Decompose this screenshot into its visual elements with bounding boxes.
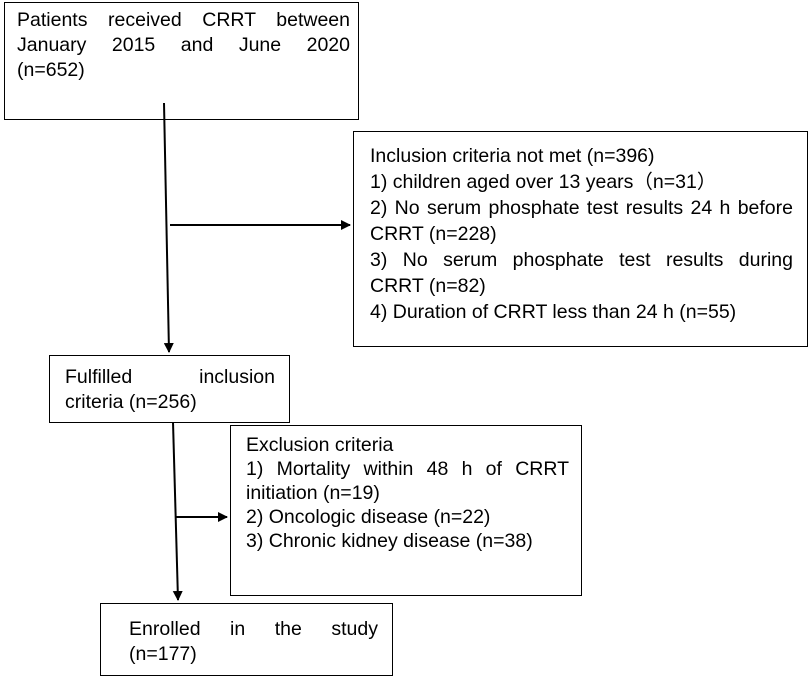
inclusion-item-2-cont: CRRT (n=228)	[370, 223, 497, 245]
enrolled-line-2: (n=177)	[129, 643, 197, 665]
start-line-2: January 2015 and June 2020	[17, 34, 350, 56]
exclusion-item-1-cont: initiation (n=19)	[246, 482, 380, 504]
inclusion-item-4: 4) Duration of CRRT less than 24 h (n=55…	[370, 301, 737, 323]
exclusion-box: Exclusion criteria 1) Mortality within 4…	[230, 425, 582, 596]
start-line-3: (n=652)	[17, 59, 85, 81]
inclusion-item-2: 2) No serum phosphate test results 24 h …	[370, 197, 793, 219]
inclusion-item-3-cont: CRRT (n=82)	[370, 275, 486, 297]
exclusion-item-1: 1) Mortality within 48 h of CRRT	[246, 458, 569, 480]
fulfilled-line-1: Fulfilled inclusion	[65, 366, 275, 388]
start-box: Patients received CRRT between January 2…	[4, 2, 359, 120]
inclusion-item-3: 3) No serum phosphate test results durin…	[370, 249, 793, 271]
inclusion-not-met-title: Inclusion criteria not met (n=396)	[370, 145, 655, 167]
exclusion-item-3: 3) Chronic kidney disease (n=38)	[246, 530, 533, 552]
arrow-start-to-fulfilled	[163, 102, 174, 353]
fulfilled-box: Fulfilled inclusion criteria (n=256)	[49, 355, 290, 423]
exclusion-item-2: 2) Oncologic disease (n=22)	[246, 506, 491, 528]
exclusion-title: Exclusion criteria	[246, 434, 394, 456]
start-line-1: Patients received CRRT between	[17, 9, 350, 31]
inclusion-not-met-box: Inclusion criteria not met (n=396) 1) ch…	[353, 131, 808, 347]
inclusion-item-1: 1) children aged over 13 years（n=31）	[370, 171, 717, 193]
fulfilled-line-2: criteria (n=256)	[65, 391, 197, 413]
enrolled-box: Enrolled in the study (n=177)	[100, 603, 393, 676]
arrow-fulfilled-to-enrolled	[172, 421, 183, 601]
enrolled-line-1: Enrolled in the study	[129, 618, 378, 640]
